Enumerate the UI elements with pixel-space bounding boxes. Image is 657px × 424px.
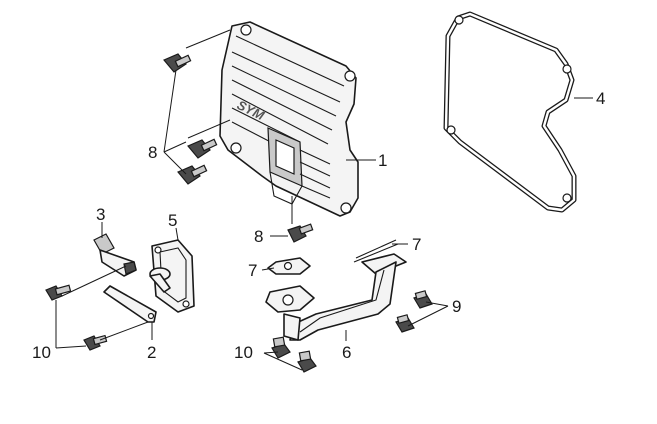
cover-bolt-middle (187, 138, 218, 159)
pipe-bolt-lower (395, 314, 415, 333)
callout-8-cover: 8 (148, 143, 157, 162)
cover-gasket (443, 11, 577, 213)
callout-7-lower: 7 (248, 261, 257, 280)
breather-valve (93, 233, 137, 277)
retaining-plate (103, 285, 157, 323)
callout-2: 2 (147, 343, 156, 362)
valve-bolt-lower (83, 334, 108, 351)
pipe-bolt-upper (413, 290, 433, 309)
cover-bolt-upper (163, 53, 192, 73)
valve-bolt-upper (45, 284, 72, 301)
callout-6: 6 (342, 343, 351, 362)
breather-housing (149, 239, 195, 313)
callout-10-left: 10 (32, 343, 51, 362)
cylinder-head-cover: SYM (219, 21, 359, 217)
callout-3: 3 (96, 205, 105, 224)
callout-5: 5 (168, 211, 177, 230)
callout-1: 1 (378, 151, 387, 170)
o-ring-gasket (353, 239, 399, 263)
callout-8-bracket: 8 (254, 227, 263, 246)
callout-4: 4 (596, 89, 605, 108)
callout-10-bottom: 10 (234, 343, 253, 362)
callout-9: 9 (452, 297, 461, 316)
leader-lines (55, 29, 593, 371)
pipe-clamp-bolt-lower (297, 350, 317, 373)
bracket-bolt (287, 223, 314, 243)
cover-bolt-lower (177, 164, 208, 185)
breather-pipe (265, 253, 407, 341)
callout-7-upper: 7 (412, 235, 421, 254)
flange-gasket (267, 257, 311, 275)
pipe-clamp-bolt-upper (271, 336, 291, 359)
